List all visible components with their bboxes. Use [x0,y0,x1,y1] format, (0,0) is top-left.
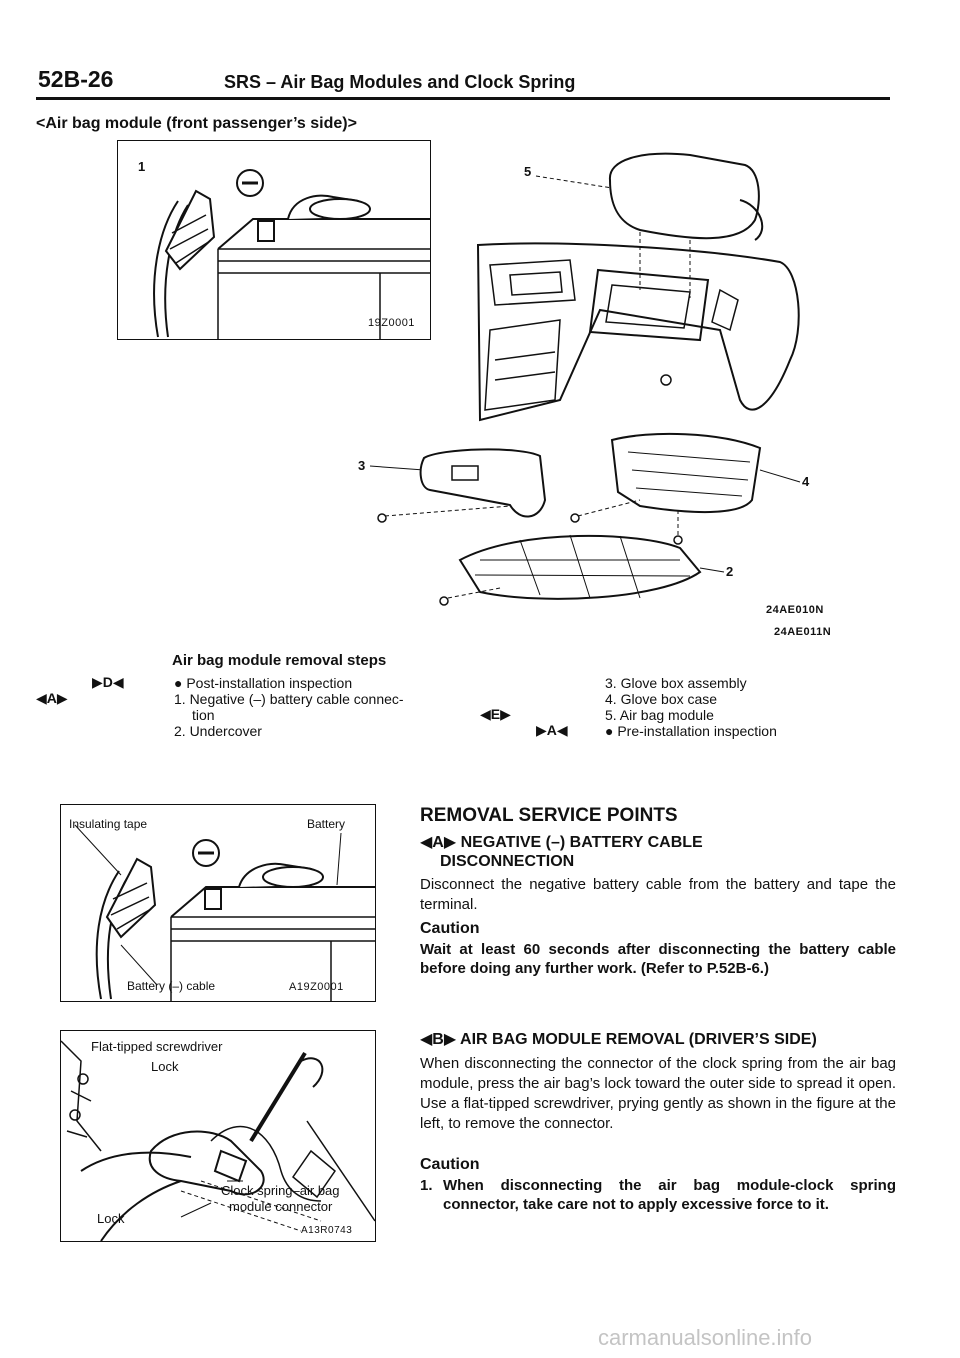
callout-2: 2 [726,564,734,579]
step-1: 1. Negative (–) battery cable connec- [174,691,404,707]
figure-code: A19Z0001 [289,981,344,993]
label-connector-line-1: Clock spring–air bag [221,1183,340,1198]
service-b-title: ◀B▶ AIR BAG MODULE REMOVAL (DRIVER’S SID… [420,1030,900,1049]
figure-code-1: 24AE010N [766,604,824,616]
label-battery-cable: Battery (–) cable [127,979,216,993]
page-number: 52B-26 [38,66,114,92]
service-b-body: When disconnecting the connector of the … [420,1055,896,1132]
service-a-body: Disconnect the negative battery cable fr… [420,876,896,913]
step-mark-a2: ▶A◀ [536,722,568,738]
battery-figure: Insulating tape Battery Battery (–) cabl… [60,804,376,1002]
callout-1: 1 [138,159,146,174]
step-mark-d: ▶D◀ [92,674,124,690]
battery-inset-figure: 1 19Z0001 [117,140,431,340]
step-post-installation: ● Post-installation inspection [174,675,353,691]
watermark: carmanualsonline.info [598,1325,813,1350]
label-flat-tipped-screwdriver: Flat-tipped screwdriver [91,1039,223,1054]
step-5: 5. Air bag module [605,707,714,723]
connector-figure: Flat-tipped screwdriver Lock Clock sprin… [60,1030,376,1242]
label-insulating-tape: Insulating tape [69,817,148,831]
service-a-title: ◀A▶ NEGATIVE (–) BATTERY CABLE DISCONNEC… [420,833,900,871]
service-b-title-text: AIR BAG MODULE REMOVAL (DRIVER’S SIDE) [460,1031,817,1048]
figure-code-2: 24AE011N [774,626,832,638]
service-a-mark: ◀A▶ [420,834,457,851]
step-pre-installation: ● Pre-installation inspection [605,723,777,739]
header-rule [36,97,890,100]
connector-drawing [60,1040,376,1242]
step-1-cont: tion [192,707,215,723]
service-a-title-2: DISCONNECTION [440,853,575,870]
step-2: 2. Undercover [174,723,262,739]
step-mark-e: ◀E▶ [480,706,511,722]
service-heading: REMOVAL SERVICE POINTS [420,805,678,826]
service-a-caution-text: Wait at least 60 seconds after disconnec… [420,941,896,977]
battery-inset-drawing [153,169,430,339]
label-lock-top: Lock [151,1059,179,1074]
label-battery: Battery [307,817,346,831]
service-b-caution-item: When disconnecting the air bag module-cl… [443,1177,896,1213]
service-a-title-1: NEGATIVE (–) BATTERY CABLE [460,834,703,851]
label-lock-bottom: Lock [97,1211,125,1226]
removal-steps-title: Air bag module removal steps [172,652,387,669]
battery-drawing [74,824,375,1001]
callout-5: 5 [524,164,532,179]
service-b-caution-heading: Caution [420,1156,480,1173]
step-4: 4. Glove box case [605,691,718,707]
page-title: SRS – Air Bag Modules and Clock Spring [224,72,576,92]
callout-3: 3 [358,458,366,473]
step-3: 3. Glove box assembly [605,675,747,691]
figure-code: 19Z0001 [368,317,415,329]
label-connector-line-2: module connector [229,1199,333,1214]
callout-4: 4 [802,474,810,489]
service-a-caution-heading: Caution [420,920,480,937]
section-title: <Air bag module (front passenger’s side)… [36,115,357,132]
service-b-mark: ◀B▶ [420,1031,457,1048]
step-mark-a: ◀A▶ [36,690,68,706]
service-b-caution-num: 1. [420,1177,433,1194]
figure-code: A13R0743 [301,1225,353,1236]
